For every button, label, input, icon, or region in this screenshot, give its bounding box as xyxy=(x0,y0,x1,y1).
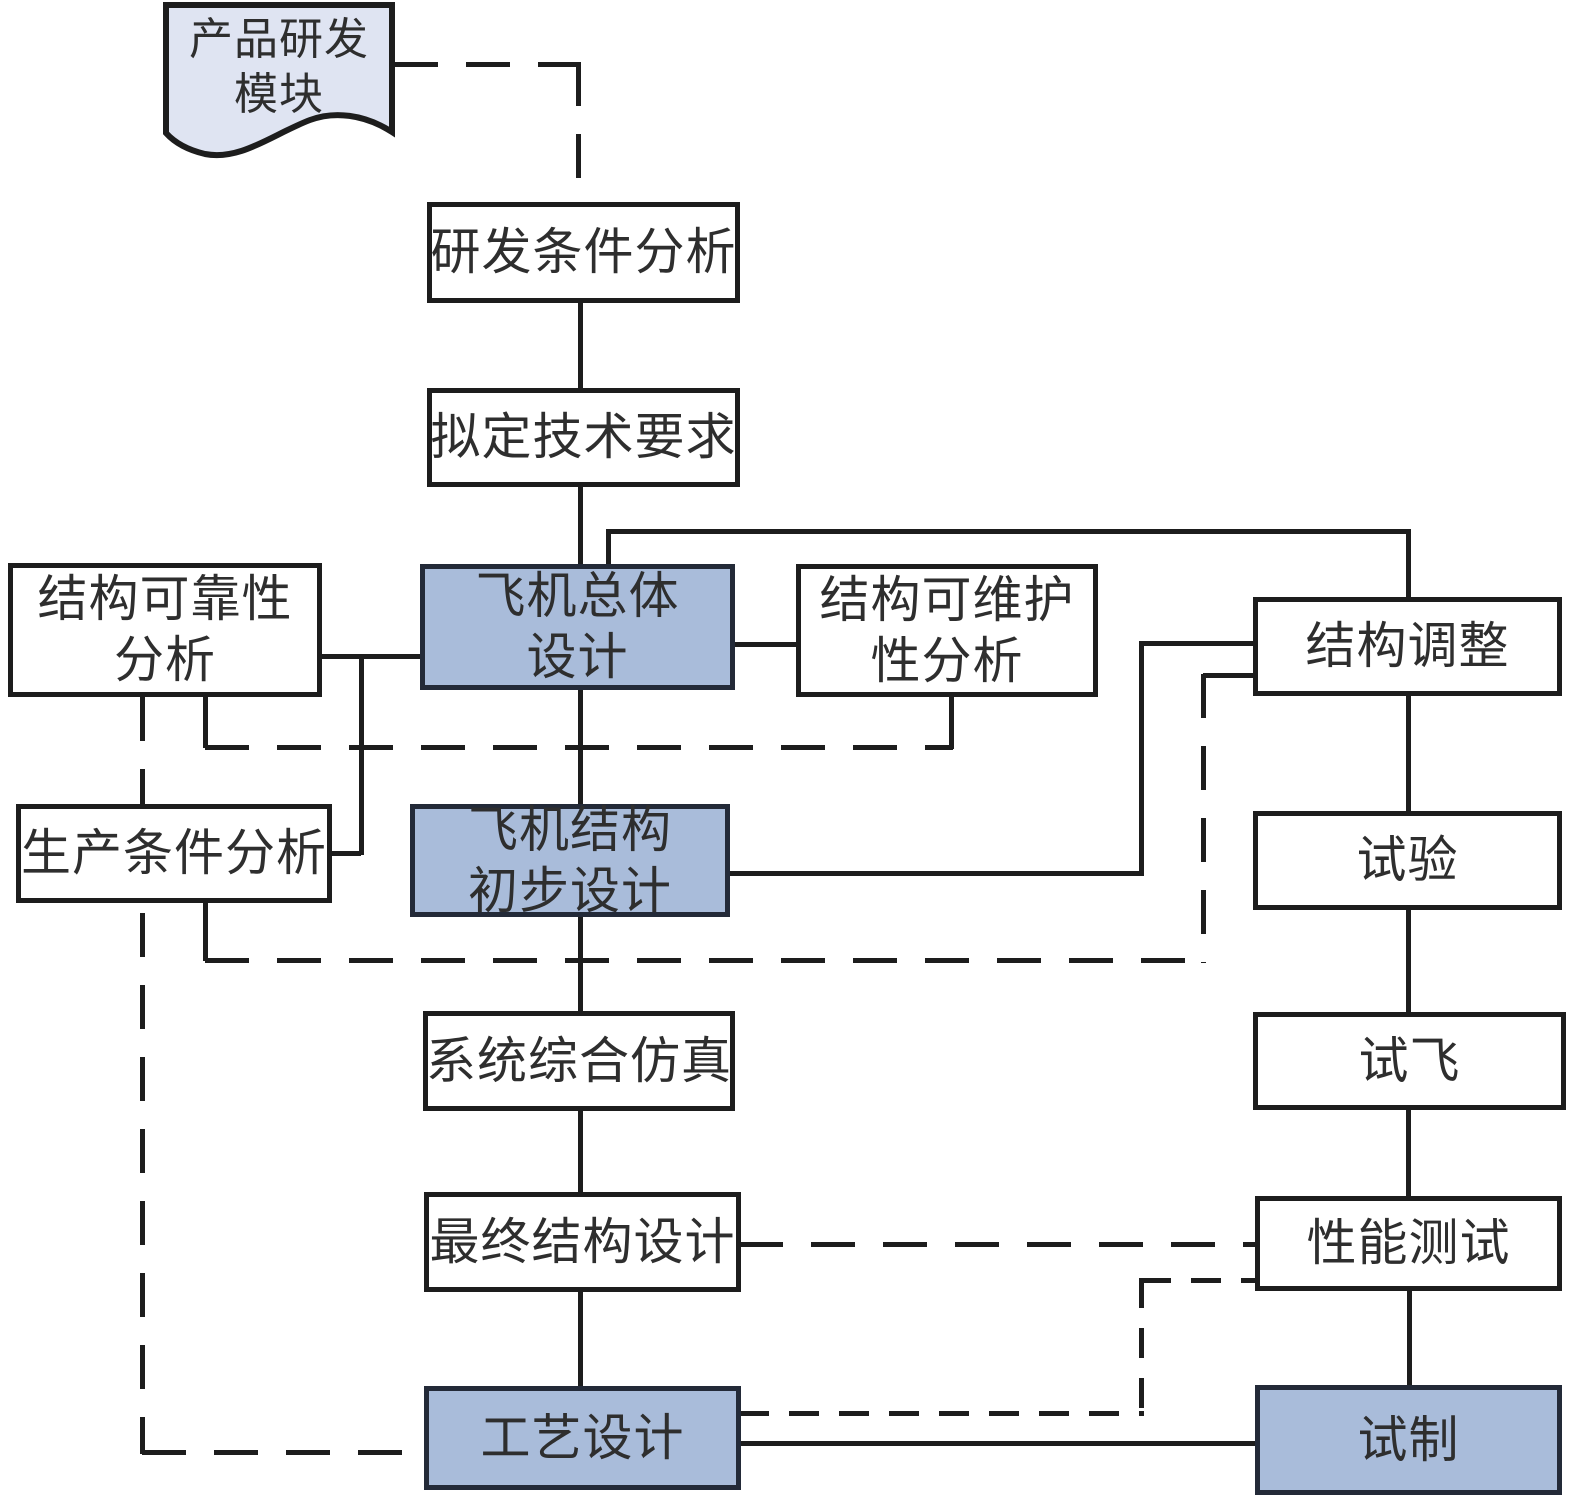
edge-production-drop xyxy=(203,902,208,961)
edge-finaldesign-to-process xyxy=(578,1291,583,1388)
edge-process-to-perftest-riser xyxy=(1139,1278,1144,1414)
node-label: 研发条件分析 xyxy=(430,224,737,280)
edge-techreq-to-overall xyxy=(578,486,583,565)
document-label-line1: 产品研发 xyxy=(189,15,369,64)
node-product-rd-module: 产品研发 模块 xyxy=(163,2,395,162)
edge-rdcondition-to-techreq xyxy=(578,302,583,389)
node-label: 结构调整 xyxy=(1305,618,1510,674)
node-label-line1: 结构可靠性 xyxy=(37,571,293,627)
node-rd-condition-analysis: 研发条件分析 xyxy=(427,202,740,303)
edge-production-branch-horizontal xyxy=(331,851,361,856)
edge-reliability-to-process-horizontal xyxy=(142,1450,426,1455)
edge-reliability-to-overall xyxy=(321,654,421,659)
edge-reliability-drop xyxy=(203,696,208,748)
edge-production-to-adjust-entry xyxy=(1203,673,1255,678)
node-label-line1: 飞机总体 xyxy=(475,568,680,624)
node-label-line1: 飞机结构 xyxy=(468,801,672,858)
edge-overall-to-adjust-horizontal xyxy=(606,529,1411,534)
edge-simulation-to-finaldesign xyxy=(578,1110,583,1193)
edge-reliability-to-process-vertical xyxy=(140,697,145,1454)
edge-process-to-perftest-entry xyxy=(1141,1278,1258,1283)
edge-overall-to-adjust-drop xyxy=(1406,529,1411,598)
edge-process-to-perftest-horizontal xyxy=(739,1411,1144,1416)
node-aircraft-structure-preliminary-design: 飞机结构 初步设计 xyxy=(410,802,730,919)
node-label: 性能测试 xyxy=(1306,1215,1511,1271)
node-label-line2: 设计 xyxy=(526,629,629,685)
node-label: 系统综合仿真 xyxy=(426,1032,732,1089)
document-label: 产品研发 模块 xyxy=(163,12,395,122)
node-label: 生产条件分析 xyxy=(21,825,327,881)
edge-preliminary-to-adjust-top xyxy=(1139,641,1254,646)
edge-maintain-drop xyxy=(949,696,954,749)
edge-perftest-to-trial xyxy=(1407,1289,1412,1386)
node-label: 试制 xyxy=(1357,1411,1460,1468)
node-trial-production: 试制 xyxy=(1255,1385,1562,1495)
node-label: 工艺设计 xyxy=(480,1409,685,1466)
node-structural-reliability-analysis: 结构可靠性 分析 xyxy=(8,563,322,697)
edge-preliminary-to-adjust-horizontal xyxy=(728,871,1144,876)
node-final-structure-design: 最终结构设计 xyxy=(424,1192,741,1292)
node-label-line1: 结构可维护 xyxy=(819,571,1075,628)
node-label: 拟定技术要求 xyxy=(430,409,737,465)
edge-overall-to-maintain xyxy=(734,642,798,647)
edge-flighttest-to-perftest xyxy=(1406,1109,1411,1197)
node-structure-adjustment: 结构调整 xyxy=(1253,597,1562,696)
node-flight-test: 试飞 xyxy=(1253,1012,1566,1110)
edge-adjust-to-test xyxy=(1406,694,1411,812)
node-test: 试验 xyxy=(1253,811,1562,910)
edge-preliminary-to-adjust-riser xyxy=(1139,641,1144,876)
edge-production-branch-vertical xyxy=(359,654,364,855)
node-performance-test: 性能测试 xyxy=(1255,1196,1562,1291)
edge-production-to-adjust-dashed xyxy=(205,958,1205,963)
document-label-line2: 模块 xyxy=(234,70,324,119)
node-production-condition-analysis: 生产条件分析 xyxy=(16,804,332,903)
node-aircraft-overall-design: 飞机总体 设计 xyxy=(420,564,735,690)
node-label: 试验 xyxy=(1356,832,1459,888)
node-process-design: 工艺设计 xyxy=(424,1386,741,1490)
edge-doc-to-rdcondition-vertical xyxy=(576,62,581,203)
node-label-line2: 性分析 xyxy=(870,632,1024,689)
node-label: 最终结构设计 xyxy=(429,1213,736,1270)
edge-preliminary-to-simulation xyxy=(578,916,583,1012)
edge-maintain-to-reliability-dashed xyxy=(205,745,953,750)
edge-overall-to-adjust-riser xyxy=(606,529,611,565)
edge-test-to-flighttest xyxy=(1406,908,1411,1013)
node-tech-requirements: 拟定技术要求 xyxy=(427,388,740,487)
edge-finaldesign-to-perftest-dashed xyxy=(739,1242,1258,1247)
edge-process-to-trial xyxy=(739,1441,1256,1446)
edge-production-to-adjust-riser xyxy=(1201,674,1206,963)
edge-doc-to-rdcondition-horizontal xyxy=(394,62,580,67)
node-label-line2: 分析 xyxy=(114,632,216,688)
node-structural-maintainability-analysis: 结构可维护 性分析 xyxy=(796,564,1098,697)
node-label-line2: 初步设计 xyxy=(468,862,672,919)
document-shape xyxy=(163,2,395,159)
node-system-simulation: 系统综合仿真 xyxy=(423,1011,735,1111)
node-label: 试飞 xyxy=(1358,1032,1461,1089)
